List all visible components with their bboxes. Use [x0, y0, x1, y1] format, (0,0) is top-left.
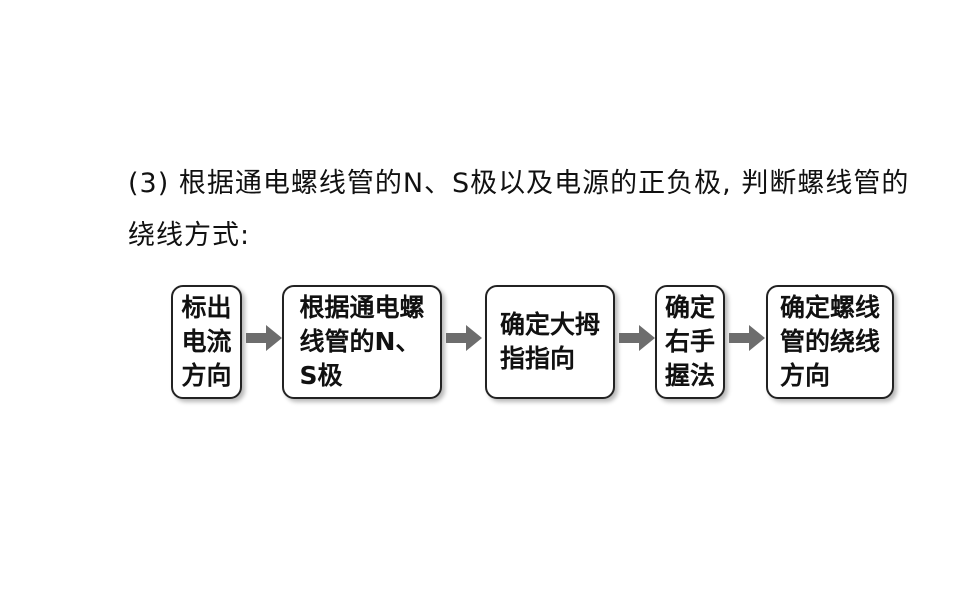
flow-step-4-label: 确定 右手 握法	[664, 293, 715, 390]
flow-step-1-label: 标出 电流 方向	[181, 293, 232, 390]
flow-step-2: 根据通电螺 线管的N、 S极	[282, 285, 442, 399]
flow-step-1: 标出 电流 方向	[171, 285, 242, 399]
flow-arrow-icon	[246, 325, 282, 351]
flow-step-4: 确定 右手 握法	[655, 285, 725, 399]
flow-step-3: 确定大拇 指指向	[485, 285, 615, 399]
flow-arrow-icon	[619, 325, 655, 351]
intro-paragraph: (3) 根据通电螺线管的N、S极以及电源的正负极, 判断螺线管的 绕线方式:	[128, 158, 928, 262]
intro-line-2: 绕线方式:	[128, 220, 251, 251]
flow-step-2-label: 根据通电螺 线管的N、 S极	[299, 293, 425, 390]
flow-arrow-icon	[729, 325, 765, 351]
flow-step-3-label: 确定大拇 指指向	[499, 310, 600, 373]
flow-step-5: 确定螺线 管的绕线 方向	[766, 285, 894, 399]
flow-step-5-label: 确定螺线 管的绕线 方向	[779, 293, 880, 390]
intro-line-1: (3) 根据通电螺线管的N、S极以及电源的正负极, 判断螺线管的	[128, 168, 910, 199]
flow-arrow-icon	[446, 325, 482, 351]
